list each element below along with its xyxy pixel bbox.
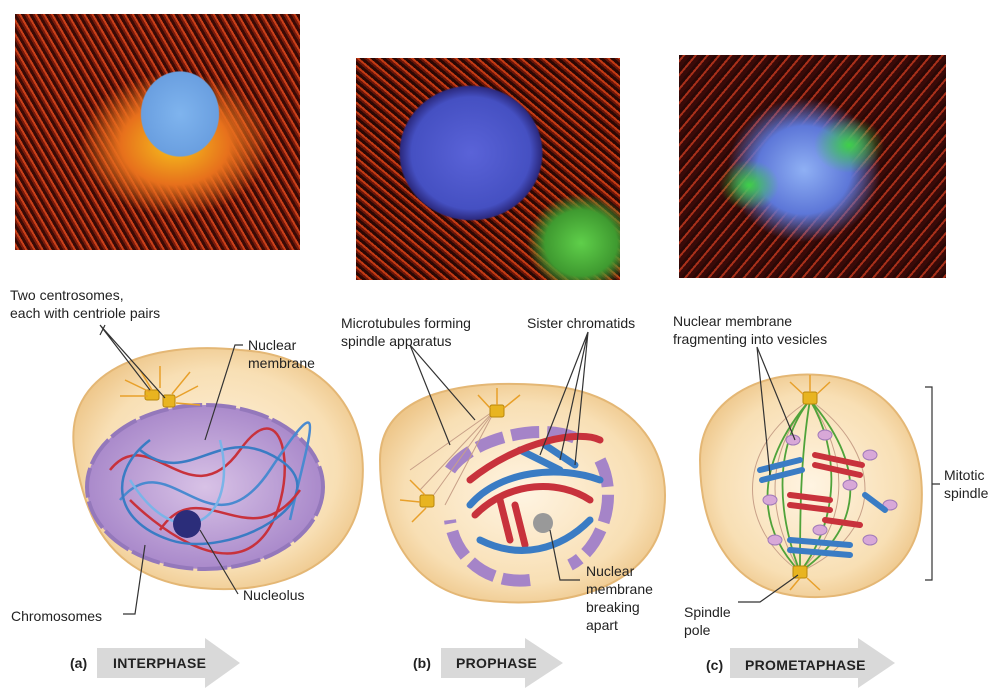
label-membrane-breaking: Nuclear membrane breaking apart xyxy=(586,563,653,633)
interphase-micrograph xyxy=(15,14,300,250)
label-sister-chromatids: Sister chromatids xyxy=(527,315,636,331)
label-chromosomes: Chromosomes xyxy=(11,608,103,624)
interphase-cell xyxy=(72,347,364,591)
label-microtubules: Microtubules forming spindle apparatus xyxy=(341,315,471,349)
label-nucleolus: Nucleolus xyxy=(243,587,305,603)
panel-tag-c: (c) xyxy=(706,657,724,673)
prophase-micrograph xyxy=(356,58,620,280)
phase-prometaphase: PROMETAPHASE xyxy=(745,657,866,673)
phase-prophase: PROPHASE xyxy=(456,655,537,671)
prometaphase-micrograph xyxy=(679,55,946,278)
label-nuclear-membrane: Nuclear membrane xyxy=(248,337,315,371)
phase-interphase: INTERPHASE xyxy=(113,655,207,671)
prophase-cell xyxy=(378,382,666,604)
mitotic-spindle-bracket xyxy=(925,386,940,581)
prometaphase-arrow xyxy=(730,638,895,688)
leader-lines xyxy=(99,324,799,615)
centrosomes xyxy=(144,389,176,408)
nucleolus-fragment xyxy=(533,513,553,533)
membrane-vesicles xyxy=(762,429,898,546)
interphase-arrow xyxy=(97,638,240,688)
nucleolus-shape xyxy=(173,510,201,538)
label-membrane-fragmenting: Nuclear membrane fragmenting into vesicl… xyxy=(673,313,828,347)
spindle-fibers xyxy=(766,399,852,573)
chromosomes-c xyxy=(757,452,888,558)
panel-tag-a: (a) xyxy=(70,655,88,671)
prophase-arrow xyxy=(441,638,563,688)
label-mitotic-spindle: Mitotic spindle xyxy=(944,467,989,501)
chromatin xyxy=(109,421,312,555)
sister-chromatids xyxy=(466,432,604,554)
label-centrosomes: Two centrosomes, each with centriole pai… xyxy=(10,287,161,321)
panel-tag-b: (b) xyxy=(413,655,431,671)
prometaphase-cell xyxy=(698,373,940,599)
label-spindle-pole: Spindle pole xyxy=(684,604,731,638)
